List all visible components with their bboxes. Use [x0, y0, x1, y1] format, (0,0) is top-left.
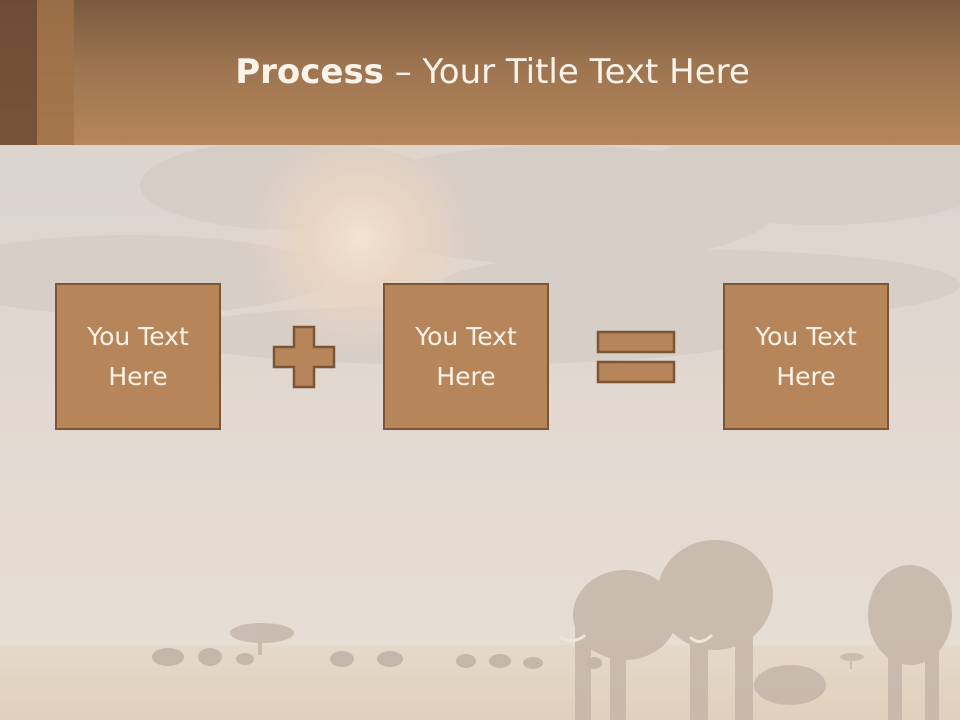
equals-icon	[596, 330, 676, 384]
process-box-3-text: You Text Here	[755, 321, 857, 391]
process-box-2-text: You Text Here	[415, 321, 517, 391]
process-box-2[interactable]: You Text Here	[383, 283, 549, 430]
title-bold: Process	[235, 52, 384, 92]
process-box-1-text: You Text Here	[87, 321, 189, 391]
slide-title: Process – Your Title Text Here	[0, 52, 960, 92]
title-banner: Process – Your Title Text Here	[0, 0, 960, 145]
header-accent-bar	[37, 0, 74, 145]
process-box-3[interactable]: You Text Here	[723, 283, 889, 430]
header-accent-bar	[0, 0, 37, 145]
background-landscape	[0, 145, 960, 720]
plus-icon	[272, 325, 336, 389]
savanna-background-image	[0, 145, 960, 720]
process-box-1[interactable]: You Text Here	[55, 283, 221, 430]
title-rest: – Your Title Text Here	[383, 52, 750, 92]
